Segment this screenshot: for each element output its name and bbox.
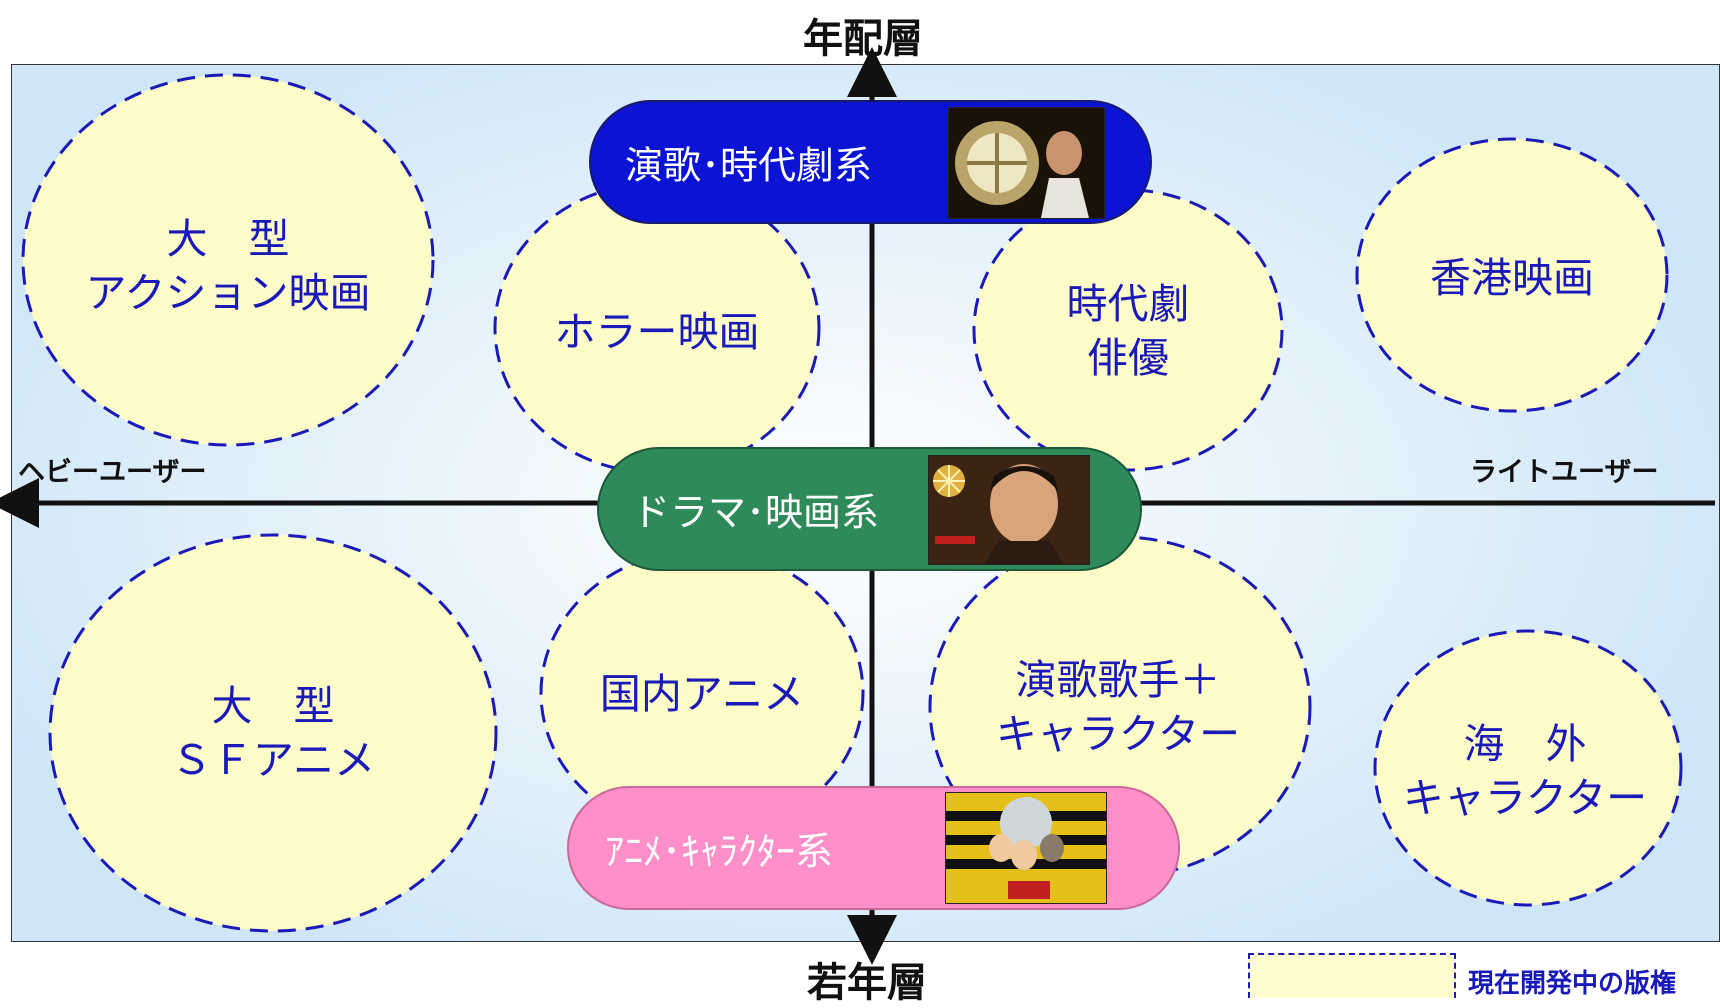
axis-left-label: ヘビーユーザー xyxy=(18,457,207,488)
legend-label: 現在開発中の版権 xyxy=(1468,969,1677,999)
bubble-label-domestic-anime: 国内アニメ xyxy=(599,670,805,718)
bubble-label-jidaigeki-actor: 時代劇俳優 xyxy=(1066,280,1190,382)
axis-top-label: 年配層 xyxy=(803,16,923,62)
bubble-hongkong xyxy=(1355,137,1669,413)
bubble-label-overseas-character: 海 外キャラクター xyxy=(1402,720,1648,822)
bubble-label-large-action: 大 型アクション映画 xyxy=(85,215,371,317)
category-label-drama: ドラマ･映画系 xyxy=(632,490,880,535)
axis-right-label: ライトユーザー xyxy=(1470,457,1659,488)
drama-thumbnail xyxy=(928,455,1090,565)
bubble-label-hongkong: 香港映画 xyxy=(1430,254,1594,302)
legend-swatch xyxy=(1248,953,1456,998)
bubble-large-action xyxy=(21,73,435,447)
samurai-thumbnail xyxy=(948,107,1105,219)
anime-thumbnail xyxy=(945,792,1107,904)
category-label-enka: 演歌･時代劇系 xyxy=(625,143,873,188)
category-label-anime: ｱﾆﾒ･ｷｬﾗｸﾀｰ系 xyxy=(605,829,834,874)
bubble-label-enka-character: 演歌歌手＋キャラクター xyxy=(995,656,1241,758)
bubble-large-sf xyxy=(48,533,498,933)
axis-bottom-label: 若年層 xyxy=(807,960,927,1006)
bubble-label-horror: ホラー映画 xyxy=(554,308,760,356)
bubble-overseas-character xyxy=(1373,629,1683,907)
